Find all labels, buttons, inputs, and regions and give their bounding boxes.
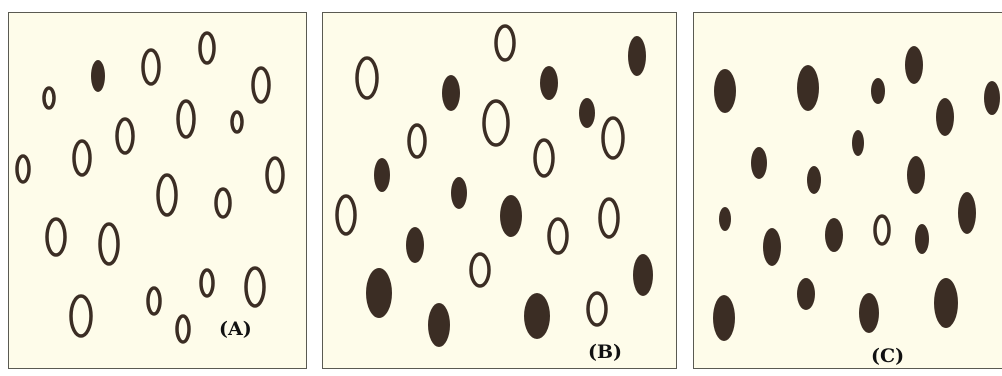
panel-c-filled-cell <box>915 224 929 254</box>
panel-b-filled-cell <box>374 158 390 192</box>
panel-a-cells <box>9 13 306 368</box>
panel-a-open-cell <box>200 33 214 63</box>
panel-b-filled-cell <box>366 268 392 318</box>
panel-c-filled-cell <box>763 228 781 266</box>
panel-b-open-cell <box>471 254 489 286</box>
panel-c-filled-cell <box>714 69 736 113</box>
panel-b-open-cell <box>588 293 606 325</box>
panel-a-open-cell <box>47 219 65 255</box>
panel-c-filled-cell <box>825 218 843 252</box>
panel-c-filled-cell <box>852 130 864 156</box>
panel-b-label: (B) <box>588 341 622 363</box>
panel-b-open-cell <box>337 196 355 234</box>
panel-a-open-cell <box>71 296 91 336</box>
panel-a-open-cell <box>267 158 283 192</box>
panel-b-filled-cell <box>628 36 646 76</box>
panel-b-filled-cell <box>633 254 653 296</box>
panel-a: (A) <box>8 12 307 369</box>
panel-c-label: (C) <box>871 345 904 367</box>
panel-b-filled-cell <box>406 227 424 263</box>
panel-c-filled-cell <box>859 293 879 333</box>
panel-a-open-cell <box>117 119 133 153</box>
panel-c-open-cell <box>875 216 889 244</box>
panel-a-open-cell <box>253 68 269 102</box>
panel-b-open-cell <box>549 219 567 253</box>
panel-b-open-cell <box>484 101 508 145</box>
panel-c-filled-cell <box>905 46 923 84</box>
panel-a-open-cell <box>44 88 54 108</box>
panel-c-filled-cell <box>871 78 885 104</box>
panel-a-open-cell <box>232 112 242 132</box>
panel-b-filled-cell <box>579 98 595 128</box>
panel-a-open-cell <box>178 101 194 137</box>
panel-c-filled-cell <box>907 156 925 194</box>
panel-b-open-cell <box>535 140 553 176</box>
panel-a-open-cell <box>177 316 189 342</box>
panel-c-filled-cell <box>934 278 958 328</box>
panel-b-filled-cell <box>451 177 467 209</box>
panel-a-open-cell <box>158 175 176 215</box>
panel-a-open-cell <box>143 50 159 84</box>
panel-b-open-cell <box>357 58 377 98</box>
panel-b-filled-cell <box>442 75 460 111</box>
panel-b-filled-cell <box>540 66 558 100</box>
panel-c-filled-cell <box>936 98 954 136</box>
panel-a-label: (A) <box>219 318 252 340</box>
panel-b: (B) <box>322 12 677 369</box>
panel-b-cells <box>323 13 676 368</box>
panel-b-open-cell <box>496 26 514 60</box>
panel-c: (C) <box>693 12 1002 369</box>
panel-c-filled-cell <box>713 295 735 341</box>
panel-c-cells <box>694 13 1002 368</box>
panel-a-filled-cell <box>91 60 105 92</box>
panel-c-filled-cell <box>751 147 767 179</box>
panel-c-filled-cell <box>984 81 1000 115</box>
panel-b-open-cell <box>600 199 618 237</box>
panel-a-open-cell <box>148 288 160 314</box>
panel-a-open-cell <box>17 156 29 182</box>
panel-c-filled-cell <box>958 192 976 234</box>
panel-b-filled-cell <box>428 303 450 347</box>
panel-a-open-cell <box>216 189 230 217</box>
panel-c-filled-cell <box>797 278 815 310</box>
panel-a-open-cell <box>201 270 213 296</box>
panel-b-filled-cell <box>500 195 522 237</box>
panel-b-open-cell <box>409 125 425 157</box>
panel-b-filled-cell <box>524 293 550 339</box>
panel-a-open-cell <box>246 268 264 306</box>
panel-b-open-cell <box>603 118 623 158</box>
panel-c-filled-cell <box>797 65 819 111</box>
panel-c-filled-cell <box>807 166 821 194</box>
panel-c-filled-cell <box>719 207 731 231</box>
panel-a-open-cell <box>100 224 118 264</box>
panel-a-open-cell <box>74 141 90 175</box>
